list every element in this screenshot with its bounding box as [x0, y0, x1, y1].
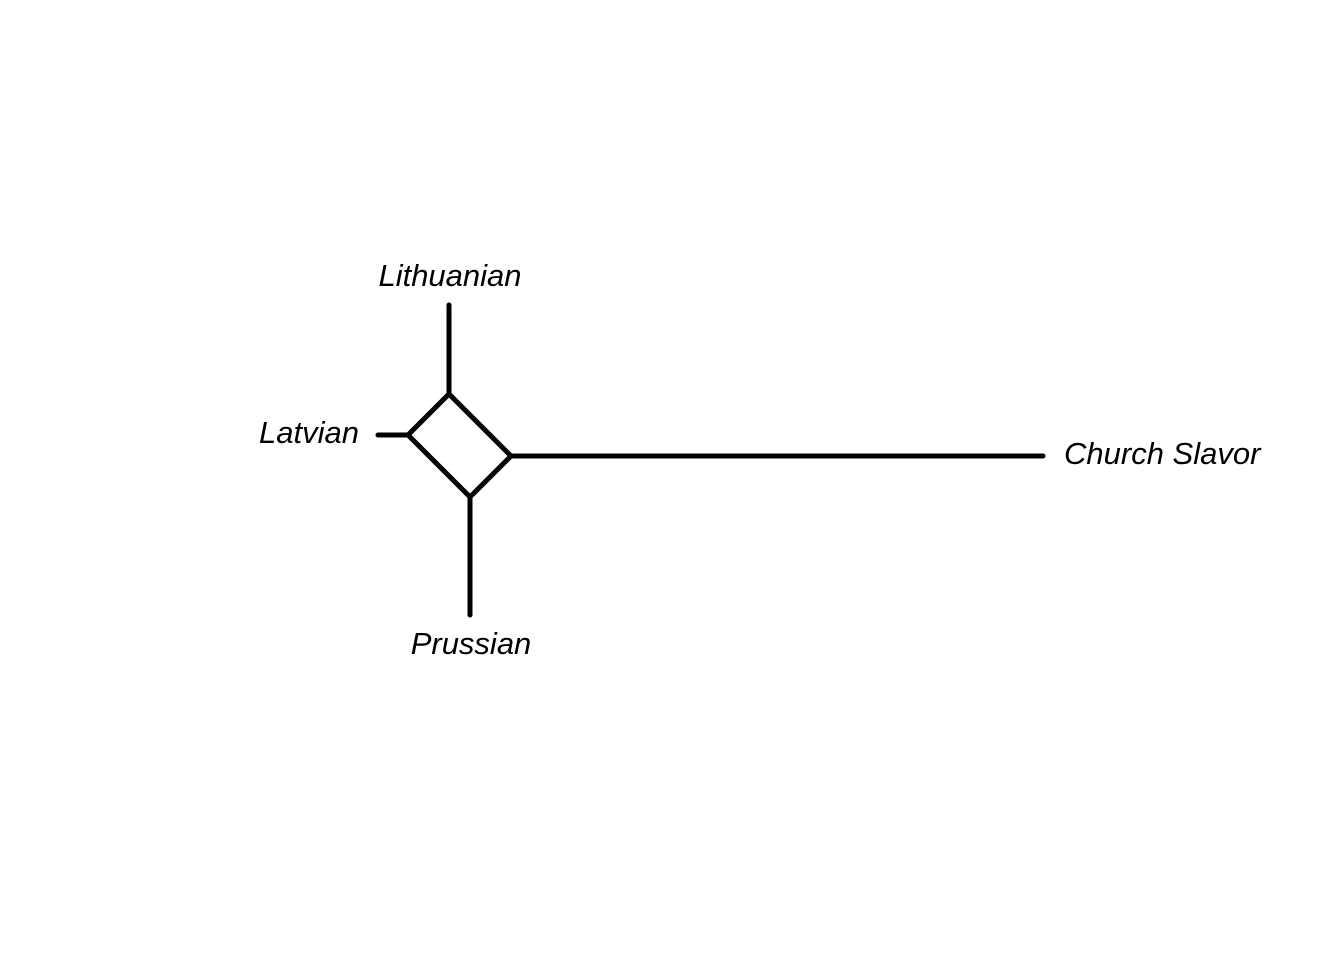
label-lithuanian: Lithuanian — [378, 258, 521, 293]
label-latvian: Latvian — [259, 415, 359, 450]
label-church-slavonic: Church Slavor — [1064, 436, 1262, 471]
label-prussian: Prussian — [411, 626, 532, 661]
reticulation-box — [405, 391, 514, 500]
